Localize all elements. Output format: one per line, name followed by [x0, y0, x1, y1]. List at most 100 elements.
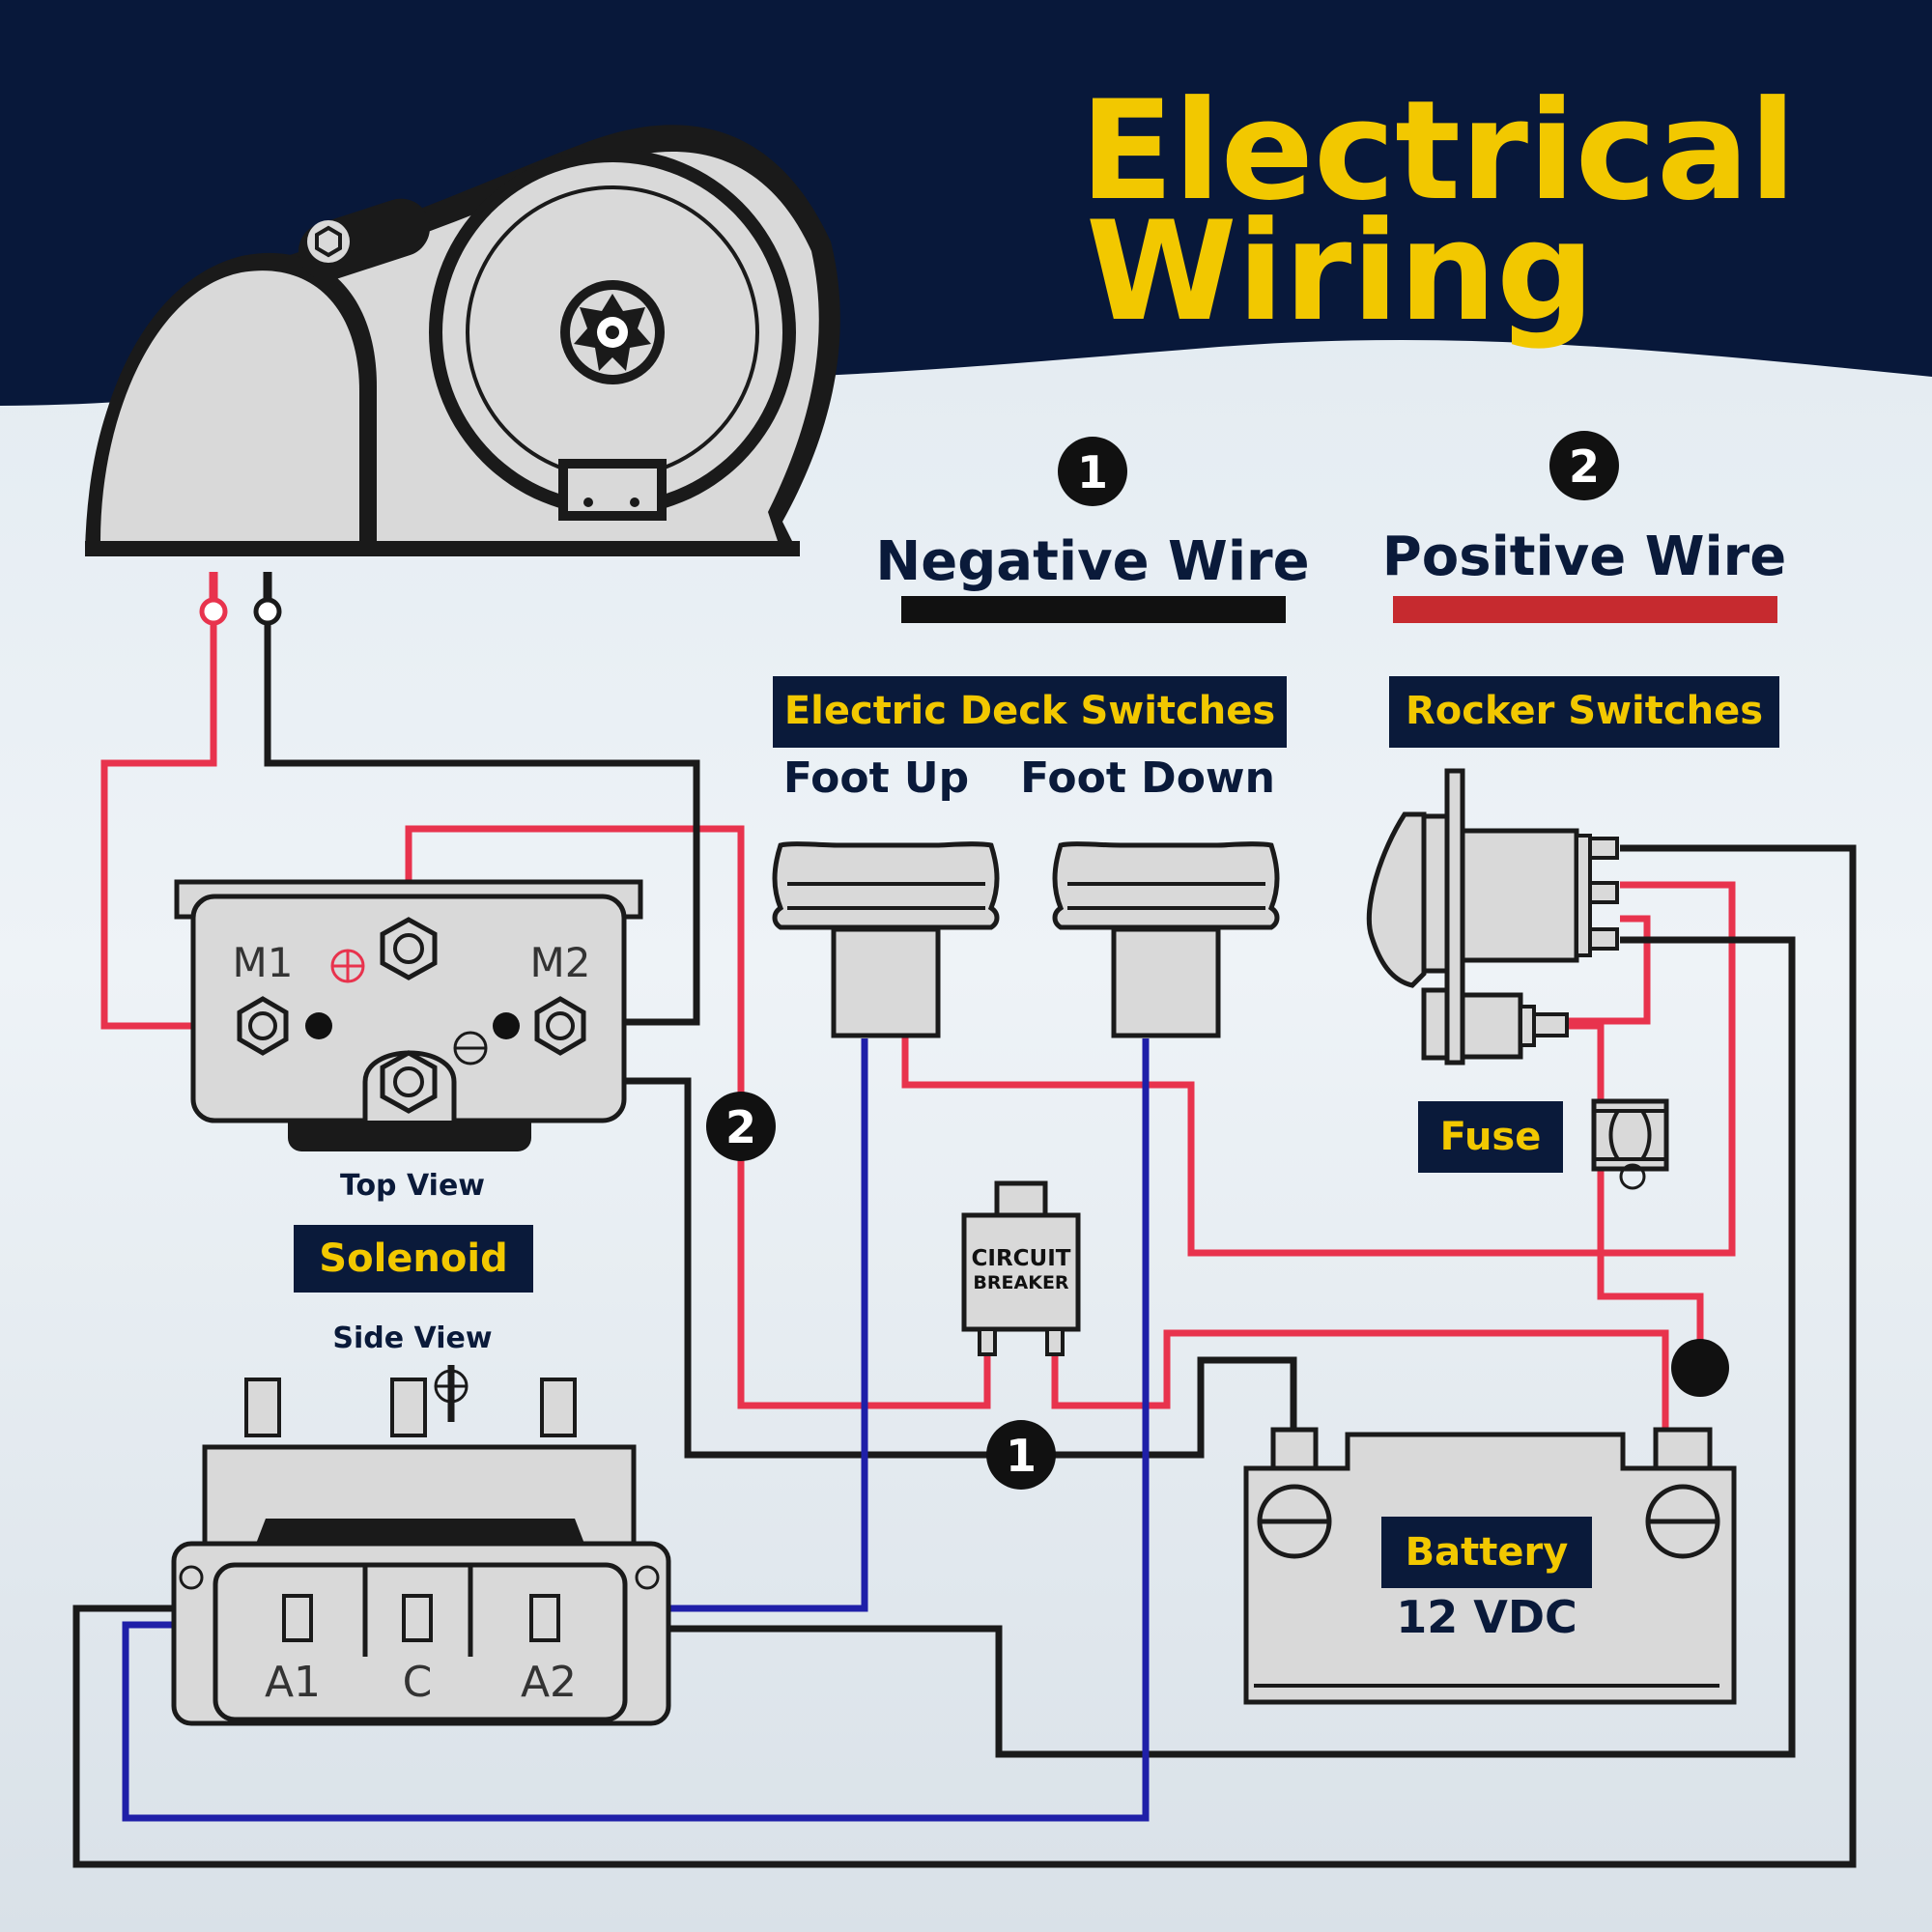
legend-negative-number-circle: [1058, 437, 1127, 506]
side-c-label: C: [403, 1658, 433, 1707]
windlass-cover: [100, 270, 359, 541]
circuit-breaker: CIRCUIT BREAKER: [961, 1180, 1081, 1356]
legend-negative-label: Negative Wire: [875, 530, 1309, 593]
solenoid-side-view: A1 C A2: [171, 1369, 671, 1726]
foot-up-body: [831, 926, 941, 1038]
side-stud-left: [244, 1378, 281, 1437]
side-inner-frame: [213, 1562, 628, 1722]
windlass-gypsy-screw-right: [630, 497, 639, 507]
rocker-paddle: [1366, 811, 1427, 988]
windlass-gypsy-screw-left: [583, 497, 593, 507]
breaker-label-line1: CIRCUIT: [972, 1246, 1071, 1271]
solenoid-terminals: [237, 917, 586, 1114]
solenoid-badge: [294, 1225, 533, 1293]
motor-lead-black-ring: [253, 597, 282, 626]
foot-down-switch: [1052, 841, 1280, 1038]
terminal-positive: [380, 917, 438, 980]
rocker-switch: [1366, 768, 1619, 1065]
wire-motor-m1: [100, 618, 242, 1030]
legend-positive-swatch: [1393, 596, 1777, 623]
breaker-button: [994, 1180, 1048, 1221]
solenoid-dot-left: [305, 1012, 332, 1039]
rocker-bezel: [1421, 813, 1450, 974]
side-stud-center: [390, 1378, 427, 1437]
fuse: [1591, 1098, 1669, 1190]
fuse-holder-body: [1460, 992, 1523, 1060]
rocker-switches-badge: [1389, 676, 1779, 748]
solenoid-badge-label: Solenoid: [319, 1236, 507, 1281]
wire-motor-m2: [264, 618, 700, 1026]
rocker-terminal-3: [1588, 927, 1619, 951]
deck-switches-badge: [773, 676, 1287, 748]
wire-breaker-battery: [1051, 1329, 1669, 1430]
rocker-switches-heading: Rocker Switches: [1406, 689, 1763, 733]
solenoid-dot-right: [493, 1012, 520, 1039]
terminal-negative-nut: [393, 1066, 424, 1097]
solenoid-top-caption: Top View: [340, 1169, 485, 1203]
windlass-hub-dot: [606, 326, 619, 339]
title-line2: Wiring: [1086, 192, 1595, 352]
wires: [72, 618, 1857, 1868]
deck-switches-heading: Electric Deck Switches: [784, 689, 1275, 733]
side-a1-label: A1: [265, 1658, 321, 1707]
fuse-loop: [1619, 1163, 1646, 1190]
fuse-label: Fuse: [1440, 1115, 1542, 1159]
breaker-leg-left: [978, 1327, 997, 1356]
breaker-body: [961, 1212, 1081, 1332]
side-terminal-a2: [529, 1594, 560, 1642]
wire-rocker-a1: [72, 844, 1857, 1868]
battery-negative-post: [1270, 1427, 1319, 1471]
battery-positive-post: [1653, 1427, 1713, 1471]
terminal-negative: [380, 1050, 438, 1114]
legend-positive-number: 2: [1569, 440, 1600, 493]
windlass-motor: [85, 125, 840, 556]
foot-up-label: Foot Up: [783, 753, 969, 803]
battery: Battery 12 VDC: [1243, 1427, 1737, 1705]
wire-rocker-jumper: [1567, 915, 1651, 1025]
legend-positive-label: Positive Wire: [1382, 526, 1787, 588]
wire-rocker-a2: [560, 936, 1796, 1758]
foot-up-switch: [772, 841, 1000, 1038]
windlass-lever-bolt: [307, 220, 350, 263]
side-mount-hole-right: [635, 1565, 660, 1590]
fuse-body: [1591, 1098, 1669, 1172]
legend-negative-number: 1: [1077, 446, 1108, 498]
foot-down-label: Foot Down: [1020, 753, 1275, 803]
negative-wire-marker-label: 1: [1006, 1430, 1037, 1482]
solenoid-m1-label: M1: [233, 939, 294, 986]
wire-fuse-battery: [1567, 1022, 1704, 1370]
legend-negative-swatch: [901, 596, 1286, 623]
windlass-gypsy-block: [568, 469, 657, 511]
positive-wire-marker-label: 2: [725, 1101, 756, 1153]
rocker-terminal-1: [1588, 837, 1619, 860]
junction-dot: [1671, 1339, 1729, 1397]
side-terminal-c: [402, 1594, 433, 1642]
battery-badge: [1381, 1517, 1592, 1588]
rocker-terminal-block: [1575, 834, 1592, 957]
terminal-m2: [534, 996, 586, 1056]
windlass-lever-hex: [315, 225, 342, 258]
side-housing-band: [256, 1519, 584, 1544]
battery-badge-label: Battery: [1406, 1530, 1569, 1575]
fuse-holder-flange: [1421, 987, 1450, 1061]
side-mount-hole-left: [179, 1565, 204, 1590]
legend-positive-number-circle: [1549, 431, 1619, 500]
solenoid-m2-label: M2: [530, 939, 591, 986]
breaker-leg-right: [1045, 1327, 1065, 1356]
breaker-label-line2: BREAKER: [973, 1272, 1068, 1293]
terminal-m1: [237, 996, 289, 1056]
wire-solenoid-negative: [454, 1077, 1297, 1459]
fuse-holder-tab: [1532, 1012, 1569, 1037]
negative-wire-marker: [986, 1420, 1056, 1490]
foot-down-body: [1111, 926, 1221, 1038]
fuse-holder-neck: [1519, 1005, 1536, 1047]
side-stud-right: [540, 1378, 577, 1437]
battery-voltage: 12 VDC: [1396, 1591, 1577, 1643]
rocker-body: [1460, 828, 1579, 963]
fuse-badge: [1418, 1101, 1563, 1173]
fuse-element: [1608, 1109, 1652, 1161]
solenoid-side-caption: Side View: [332, 1321, 492, 1355]
rocker-terminal-2: [1588, 881, 1619, 904]
